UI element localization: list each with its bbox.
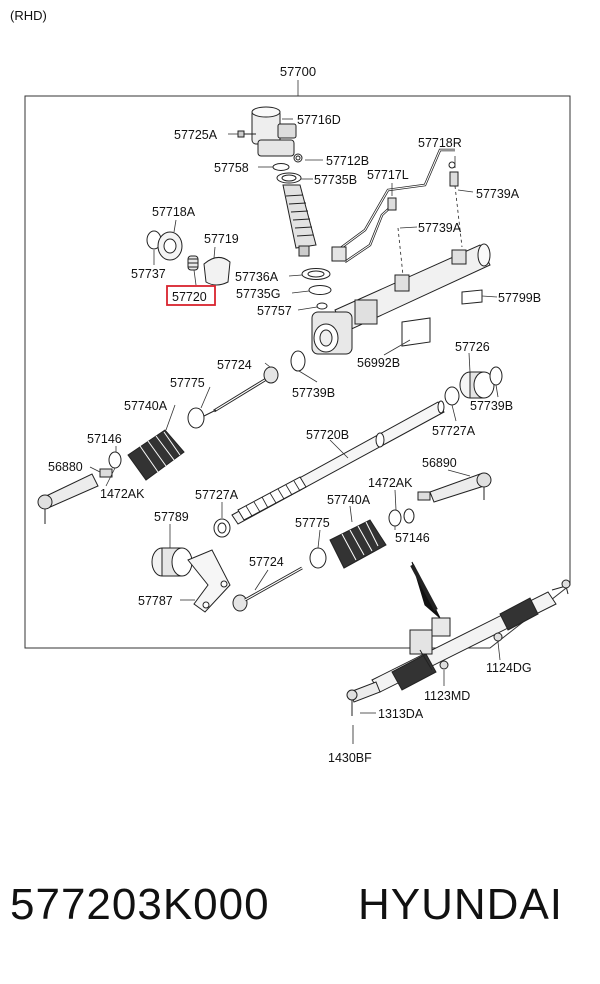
part-label[interactable]: 57727A — [432, 424, 476, 438]
inner-tie-rod-lower — [232, 566, 303, 612]
components — [37, 106, 571, 744]
part-label[interactable]: 57712B — [326, 154, 369, 168]
leader-lines — [89, 118, 501, 714]
part-label[interactable]: 1472AK — [368, 476, 413, 490]
ring — [489, 366, 503, 386]
clamp — [108, 451, 122, 469]
part-label[interactable]: 1123MD — [424, 689, 470, 703]
assembly-number: 57700 — [280, 64, 316, 79]
seal — [444, 386, 460, 406]
part-label[interactable]: 56880 — [48, 460, 83, 474]
highlight-box — [166, 285, 216, 306]
part-label[interactable]: 57727A — [195, 488, 239, 502]
part-label[interactable]: 57739B — [292, 386, 335, 400]
part-label[interactable]: 57789 — [154, 510, 189, 524]
part-label-highlighted[interactable]: 57720 — [172, 290, 207, 304]
part-label[interactable]: 57739A — [476, 187, 520, 201]
clamp — [403, 508, 415, 524]
assembly-overview — [346, 561, 571, 744]
rack-bushing — [459, 371, 495, 399]
clip — [187, 407, 205, 429]
part-label[interactable]: 57146 — [395, 531, 430, 545]
part-label[interactable]: 57739A — [418, 221, 462, 235]
part-label[interactable]: 57146 — [87, 432, 122, 446]
part-label[interactable]: 57739B — [470, 399, 513, 413]
part-label[interactable]: 57719 — [204, 232, 239, 246]
part-label[interactable]: 57740A — [124, 399, 168, 413]
boot-upper — [127, 429, 185, 481]
o-ring — [308, 285, 332, 295]
part-label[interactable]: 57718R — [418, 136, 462, 150]
clamp — [388, 509, 402, 527]
support-yoke — [203, 257, 231, 286]
part-label[interactable]: 1430BF — [328, 751, 372, 765]
mount-bracket — [187, 549, 231, 613]
part-label[interactable]: 57740A — [327, 493, 371, 507]
part-label[interactable]: 57717L — [367, 168, 409, 182]
part-label[interactable]: 57799B — [498, 291, 541, 305]
part-label[interactable]: 57758 — [214, 161, 249, 175]
lock-nut — [157, 231, 183, 261]
part-label[interactable]: 1124DG — [486, 661, 532, 675]
rack-bar — [231, 400, 445, 525]
part-label[interactable]: 57737 — [131, 267, 166, 281]
part-number: 577203K000 — [10, 880, 270, 929]
yoke-spring — [187, 255, 199, 271]
inner-tie-rod-upper — [199, 366, 279, 419]
hydraulic-lines — [331, 148, 459, 264]
part-label[interactable]: 1472AK — [100, 487, 145, 501]
part-label[interactable]: 56890 — [422, 456, 457, 470]
part-label[interactable]: 57726 — [455, 340, 490, 354]
part-label[interactable]: 57736A — [235, 270, 279, 284]
tie-rod-end-left — [37, 468, 113, 524]
part-label[interactable]: 1313DA — [378, 707, 424, 721]
part-label[interactable]: 57724 — [249, 555, 284, 569]
pinion-shaft — [282, 184, 317, 257]
part-labels: 57716D 57725A 57758 57712B 57735B 57718R… — [48, 113, 541, 765]
part-label[interactable]: 57716D — [297, 113, 341, 127]
part-label[interactable]: 57735B — [314, 173, 357, 187]
part-label[interactable]: 57725A — [174, 128, 218, 142]
part-label[interactable]: 57757 — [257, 304, 292, 318]
clip — [309, 547, 327, 569]
part-label[interactable]: 56992B — [357, 356, 400, 370]
ring — [290, 350, 306, 372]
mount-bushing — [151, 547, 193, 577]
small-ring — [316, 302, 328, 310]
label-plate — [401, 317, 431, 347]
boot-lower — [329, 519, 387, 569]
variant-label: (RHD) — [10, 8, 47, 23]
part-label[interactable]: 57775 — [295, 516, 330, 530]
part-label[interactable]: 57724 — [217, 358, 252, 372]
part-label[interactable]: 57787 — [138, 594, 173, 608]
o-ring — [272, 163, 290, 171]
brand-name: HYUNDAI — [358, 880, 564, 929]
rack-housing — [311, 243, 491, 355]
part-label[interactable]: 57775 — [170, 376, 205, 390]
part-label[interactable]: 57718A — [152, 205, 196, 219]
label-tag — [461, 289, 483, 305]
valve-housing — [251, 106, 303, 163]
tie-rod-end-right — [417, 472, 492, 503]
footer-caption: 577203K000 HYUNDAI — [10, 880, 590, 950]
part-label[interactable]: 57735G — [236, 287, 280, 301]
part-label[interactable]: 57720B — [306, 428, 349, 442]
